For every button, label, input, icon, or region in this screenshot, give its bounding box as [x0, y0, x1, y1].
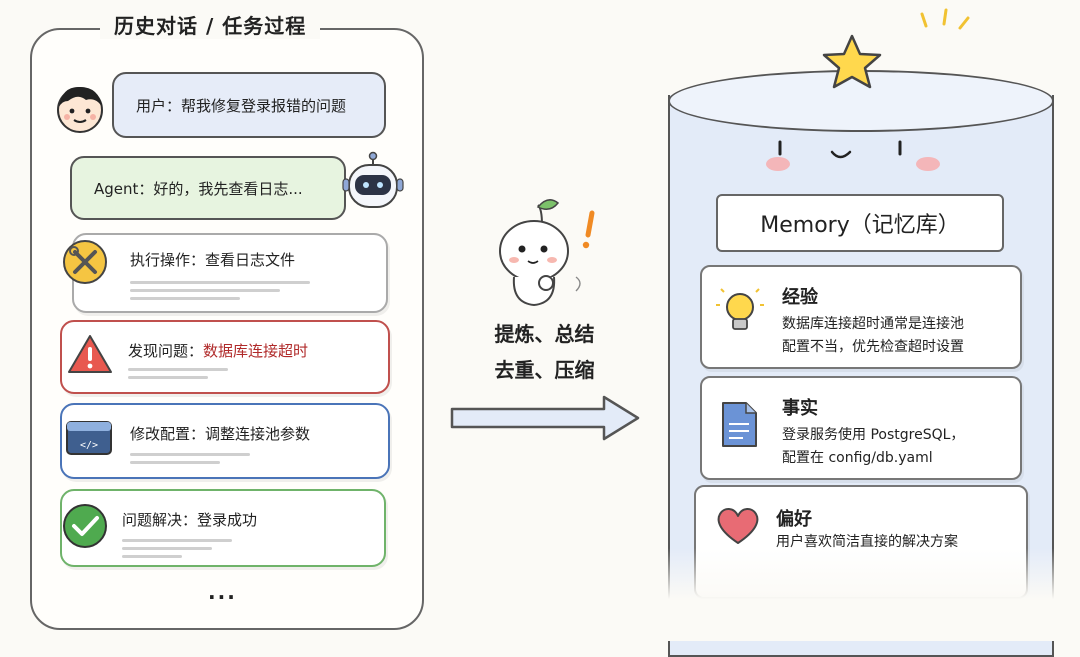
- memory-experience-desc: 数据库连接超时通常是连接池 配置不当，优先检查超时设置: [782, 313, 1022, 359]
- history-ellipsis: ...: [208, 580, 237, 604]
- step-issue-prefix: 发现问题：: [128, 342, 204, 360]
- step-execute-placeholder-lines: [130, 281, 310, 305]
- process-label: 提炼、总结 去重、压缩: [482, 316, 607, 388]
- process-line-1: 提炼、总结: [494, 322, 595, 346]
- memory-fact-desc: 登录服务使用 PostgreSQL， 配置在 config/db.yaml: [782, 424, 1022, 470]
- step-modify-card: </> 修改配置：调整连接池参数: [60, 403, 390, 479]
- memory-experience-title: 经验: [782, 287, 818, 308]
- svg-text:</>: </>: [80, 440, 98, 451]
- step-issue-detail: 数据库连接超时: [203, 342, 309, 360]
- robot-avatar-icon: [342, 151, 404, 208]
- agent-message-text: Agent：好的，我先查看日志...: [94, 179, 303, 198]
- history-title-text: 历史对话 / 任务过程: [114, 14, 307, 38]
- step-resolved-text: 问题解决：登录成功: [122, 511, 258, 529]
- step-execute-text: 执行操作：查看日志文件: [130, 251, 296, 269]
- history-panel-title: 历史对话 / 任务过程: [100, 10, 321, 39]
- step-issue-text: 发现问题：数据库连接超时: [128, 340, 308, 361]
- step-execute-card: 执行操作：查看日志文件: [63, 233, 388, 313]
- memory-fact-line-2: 配置在 config/db.yaml: [782, 450, 933, 466]
- memory-fact-card: 事实 登录服务使用 PostgreSQL， 配置在 config/db.yaml: [700, 376, 1022, 480]
- memory-title-text: Memory（记忆库）: [760, 213, 960, 238]
- user-avatar-icon: [57, 86, 103, 133]
- memory-fact-title: 事实: [782, 398, 818, 419]
- bottom-fade-overlay: [620, 548, 1080, 641]
- memory-preference-line-1: 用户喜欢简洁直接的解决方案: [776, 534, 958, 550]
- config-window-icon: </>: [66, 421, 112, 455]
- agent-message-bubble: Agent：好的，我先查看日志...: [70, 156, 346, 220]
- step-resolved-placeholder-lines: [122, 539, 232, 563]
- memory-title-box: Memory（记忆库）: [716, 194, 1004, 252]
- tools-icon: [63, 240, 107, 284]
- user-message-text: 用户：帮我修复登录报错的问题: [136, 96, 347, 115]
- memory-fact-line-1: 登录服务使用 PostgreSQL，: [782, 427, 965, 443]
- check-circle-icon: [63, 504, 107, 548]
- star-icon: [822, 8, 970, 89]
- memory-experience-card: 经验 数据库连接超时通常是连接池 配置不当，优先检查超时设置: [700, 265, 1022, 369]
- memory-preference-desc: 用户喜欢简洁直接的解决方案: [776, 531, 1021, 554]
- document-icon: [722, 402, 757, 447]
- cylinder-face-icon: [766, 140, 940, 171]
- heart-icon: [717, 508, 759, 544]
- user-message-bubble: 用户：帮我修复登录报错的问题: [112, 72, 386, 138]
- step-resolved-card: 问题解决：登录成功: [60, 489, 386, 567]
- process-line-2: 去重、压缩: [494, 358, 595, 382]
- step-modify-text: 修改配置：调整连接池参数: [130, 425, 311, 443]
- arrow-right-icon: [450, 395, 640, 441]
- step-modify-placeholder-lines: [130, 453, 250, 469]
- lightbulb-icon: [716, 288, 764, 330]
- step-issue-placeholder-lines: [128, 368, 228, 384]
- step-issue-card: 发现问题：数据库连接超时: [60, 320, 390, 394]
- warning-icon: [68, 335, 112, 373]
- memory-experience-line-1: 数据库连接超时通常是连接池: [782, 316, 964, 332]
- mascot-sprout-icon: [499, 199, 595, 307]
- memory-preference-title: 偏好: [776, 509, 812, 530]
- memory-experience-line-2: 配置不当，优先检查超时设置: [782, 339, 964, 355]
